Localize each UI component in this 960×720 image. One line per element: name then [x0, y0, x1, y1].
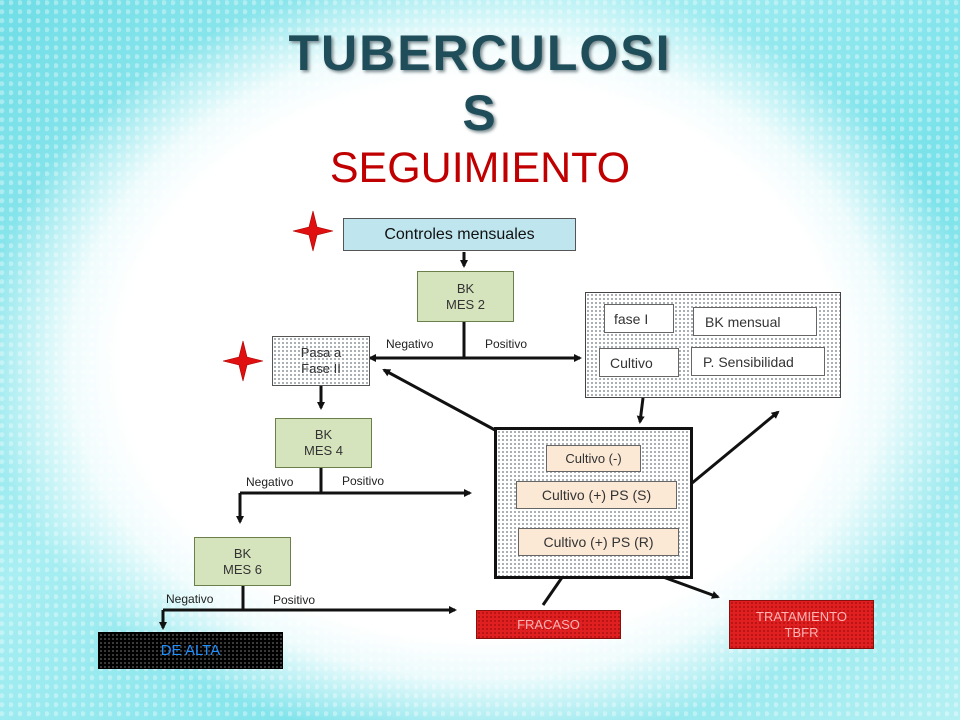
node-label: Cultivo (+) PS (S) [541, 487, 652, 503]
node-label: Cultivo (+) PS (R) [543, 534, 654, 550]
node-label: TRATAMIENTO [756, 608, 847, 624]
arrow-back-to-pasa [382, 368, 496, 432]
node-cultivo: Cultivo [599, 348, 679, 377]
node-label: MES 4 [303, 443, 343, 458]
edge-label-negativo: Negativo [166, 592, 214, 606]
edge-label-negativo: Negativo [246, 475, 294, 489]
node-p-sensibilidad: P. Sensibilidad [691, 347, 825, 376]
edge-label-positivo: Positivo [273, 593, 316, 607]
node-de-alta: DE ALTA [98, 632, 283, 669]
arrow-cultivo-s-to-fase [679, 410, 780, 495]
node-label: BK [456, 280, 475, 296]
node-bk-mes-6: BK MES 6 [194, 537, 291, 586]
node-fracaso: FRACASO [476, 610, 621, 639]
node-label: FRACASO [517, 616, 580, 632]
node-label: P. Sensibilidad [703, 353, 794, 370]
red-star-icon [292, 210, 334, 252]
node-label: DE ALTA [160, 641, 221, 659]
node-label: fase I [614, 310, 649, 327]
red-star-icon [222, 340, 264, 382]
node-label: Cultivo [610, 354, 653, 371]
node-label: Pasa a [300, 345, 342, 360]
node-fase-i: fase I [604, 304, 674, 333]
title-line-2: S [462, 85, 498, 141]
node-label: BK [233, 545, 252, 561]
node-bk-mes-4: BK MES 4 [275, 418, 372, 468]
node-label: TBFR [784, 624, 819, 640]
title-line-1: TUBERCULOSI [288, 25, 672, 81]
node-pasa-fase-ii: Pasa a Fase II [272, 336, 370, 386]
node-cultivo-positivo-r: Cultivo (+) PS (R) [518, 528, 679, 556]
edge-label-positivo: Positivo [485, 337, 528, 351]
node-label: Cultivo (-) [565, 450, 622, 466]
node-tratamiento-tbfr: TRATAMIENTO TBFR [729, 600, 874, 649]
node-bk-mensual: BK mensual [693, 307, 817, 336]
node-cultivo-positivo-s: Cultivo (+) PS (S) [516, 481, 677, 509]
node-cultivo-negativo: Cultivo (-) [546, 445, 641, 472]
node-label: Controles mensuales [384, 225, 535, 243]
node-label: MES 2 [445, 296, 485, 312]
edge-label-positivo: Positivo [342, 474, 385, 488]
node-label: Fase II [301, 361, 341, 376]
subtitle: SEGUIMIENTO [329, 144, 631, 192]
node-label: BK mensual [705, 313, 781, 330]
node-label: BK [314, 427, 333, 442]
node-bk-mes-2: BK MES 2 [417, 271, 514, 322]
node-controles-mensuales: Controles mensuales [343, 218, 576, 251]
node-label: MES 6 [222, 561, 262, 577]
arrow-fase-to-cultivo [636, 397, 645, 424]
edge-label-negativo: Negativo [386, 337, 434, 351]
